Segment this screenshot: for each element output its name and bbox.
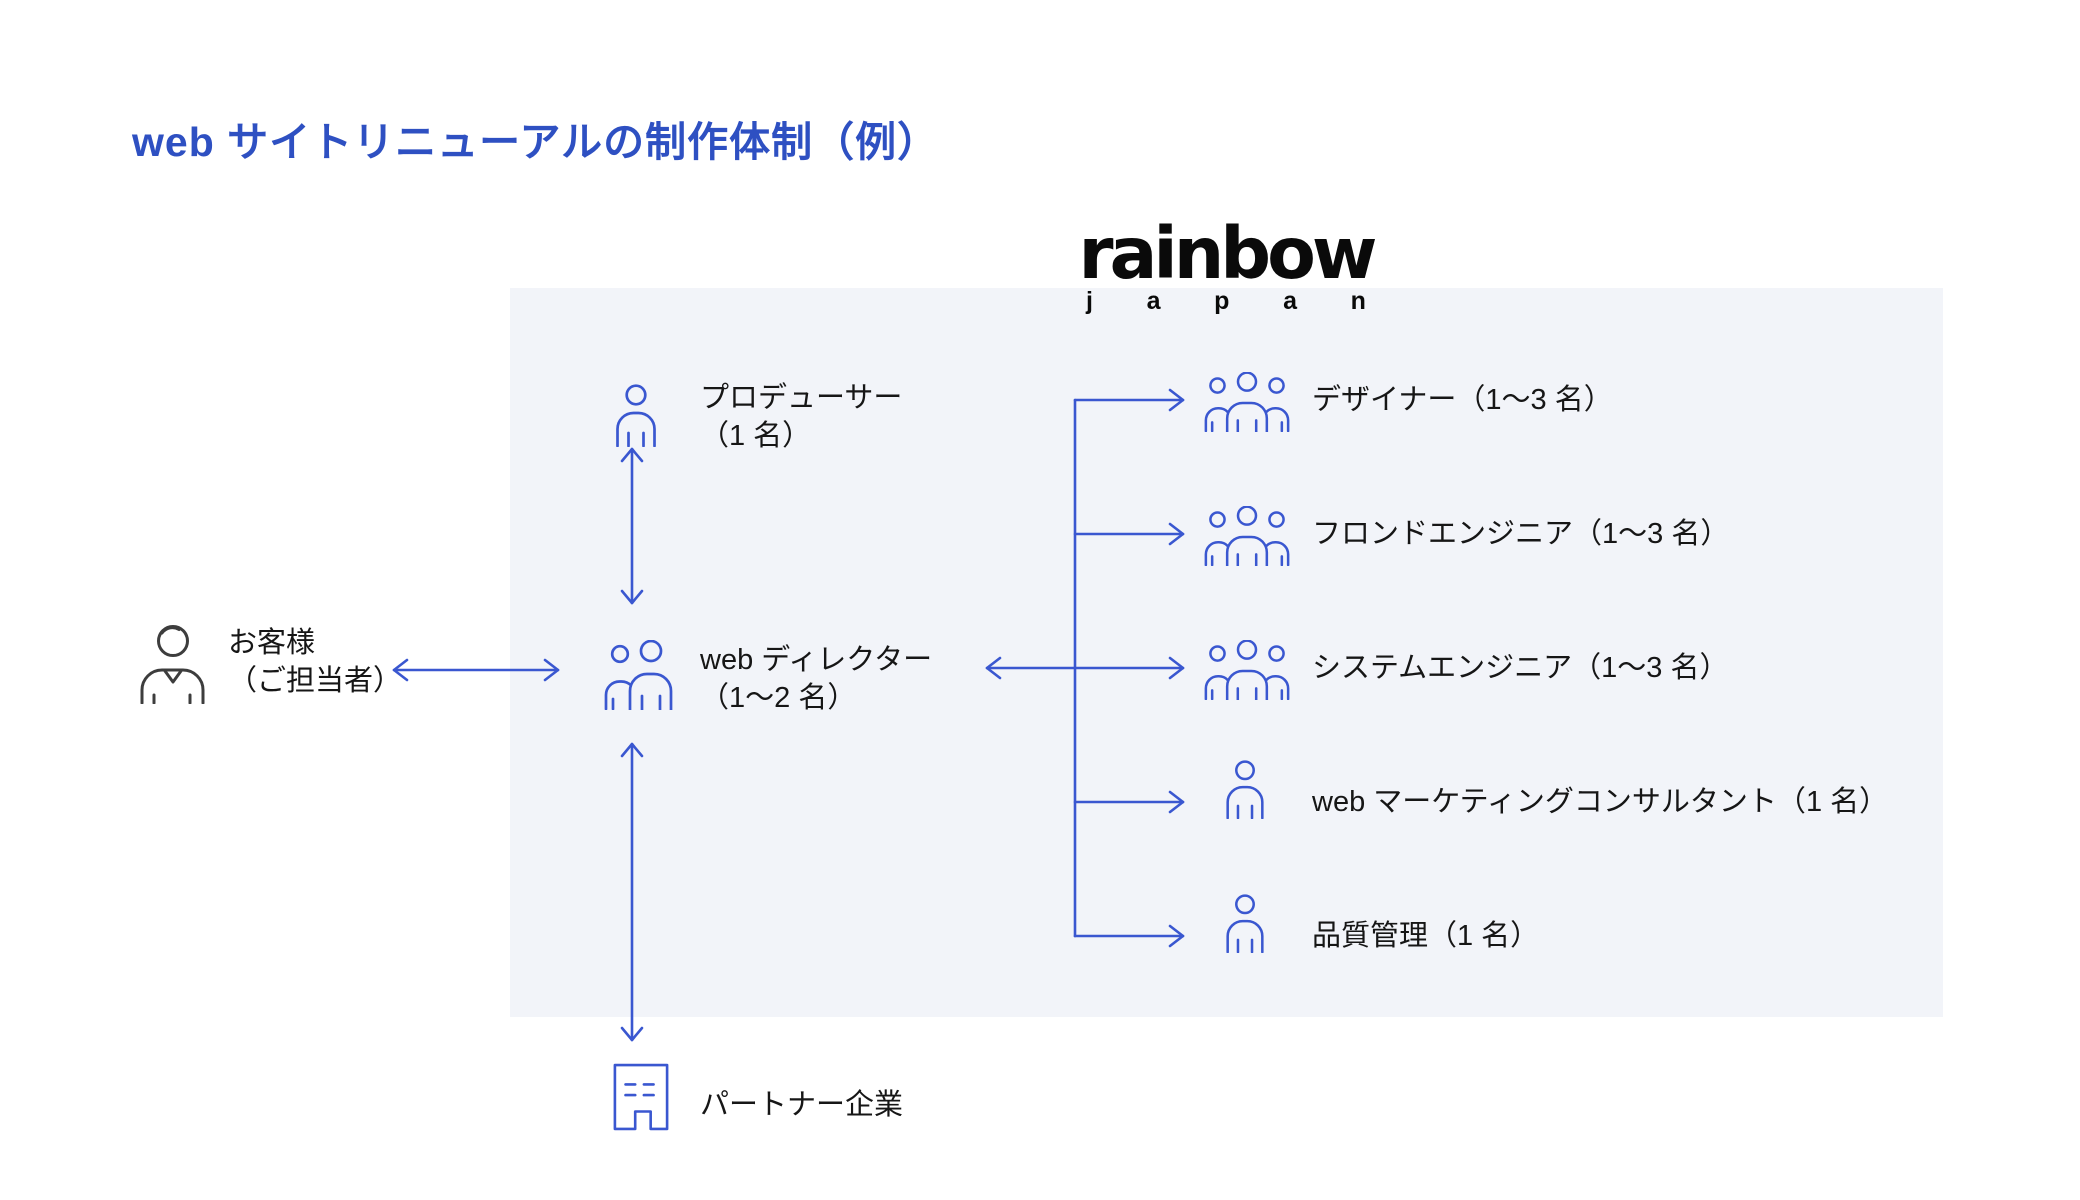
customer-person-icon [136, 620, 208, 704]
member-front-engineer-label: フロンドエンジニア（1〜3 名） [1312, 518, 1730, 550]
member-system-engineer-label: システムエンジニア（1〜3 名） [1312, 652, 1729, 684]
partner-label: パートナー企業 [700, 1089, 904, 1121]
director-two-person-icon [604, 640, 688, 710]
quality-control-person-icon [1222, 894, 1268, 953]
member-designer-label: デザイナー（1〜3 名） [1312, 384, 1613, 416]
producer-label: プロデューサー （1 名） [700, 382, 903, 452]
logo-brand-text: rainbow [1078, 212, 1377, 295]
director-label: web ディレクター （1〜2 名） [700, 644, 933, 714]
front-engineer-three-person-icon [1204, 506, 1290, 566]
rainbow-japan-logo: rainbow j a p a n [1076, 212, 1377, 315]
logo-sub-text: j a p a n [1086, 287, 1366, 315]
page-title: web サイトリニューアルの制作体制（例） [132, 119, 940, 165]
producer-person-icon [612, 384, 660, 447]
partner-building-icon [612, 1062, 670, 1132]
member-quality-control-label: 品質管理（1 名） [1312, 920, 1540, 952]
designer-three-person-icon [1204, 372, 1290, 432]
member-web-marketing-label: web マーケティングコンサルタント（1 名） [1312, 786, 1889, 818]
system-engineer-three-person-icon [1204, 640, 1290, 700]
customer-label: お客様 （ご担当者） [228, 627, 403, 697]
web-marketing-person-icon [1222, 760, 1268, 819]
